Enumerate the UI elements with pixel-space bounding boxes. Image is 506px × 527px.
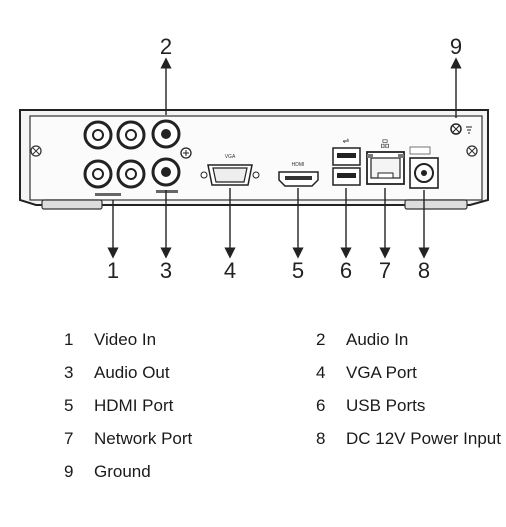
vga-port: VGA (200, 154, 260, 186)
usb-ports: ⇌ (332, 136, 361, 186)
ground-terminal (450, 123, 472, 135)
hdmi-label: HDMI (292, 162, 305, 168)
usb-symbol-icon: ⇌ (343, 136, 350, 145)
hdmi-port: HDMI (278, 162, 319, 187)
callout-numbers: 2 9 1 3 4 5 6 7 8 (107, 34, 462, 283)
callout-number-6: 6 (340, 258, 352, 283)
callout-number-2: 2 (160, 34, 172, 59)
callout-number-8: 8 (418, 258, 430, 283)
screw-right (466, 145, 478, 157)
vga-label: VGA (225, 154, 236, 160)
dc-power-port (409, 146, 439, 189)
callout-number-9: 9 (450, 34, 462, 59)
callout-number-7: 7 (379, 258, 391, 283)
callout-number-3: 3 (160, 258, 172, 283)
left-foot (41, 199, 103, 210)
audio-in-port (151, 119, 181, 149)
callout-number-1: 1 (107, 258, 119, 283)
callout-number-4: 4 (224, 258, 236, 283)
network-symbol-icon: 品 (380, 139, 389, 149)
video-in-ports (83, 120, 146, 196)
callout-number-5: 5 (292, 258, 304, 283)
right-foot (404, 199, 468, 210)
screw-left (30, 145, 42, 157)
audio-out-port (151, 147, 192, 193)
network-port: 品 (366, 139, 405, 185)
callout-lines (107, 57, 462, 259)
